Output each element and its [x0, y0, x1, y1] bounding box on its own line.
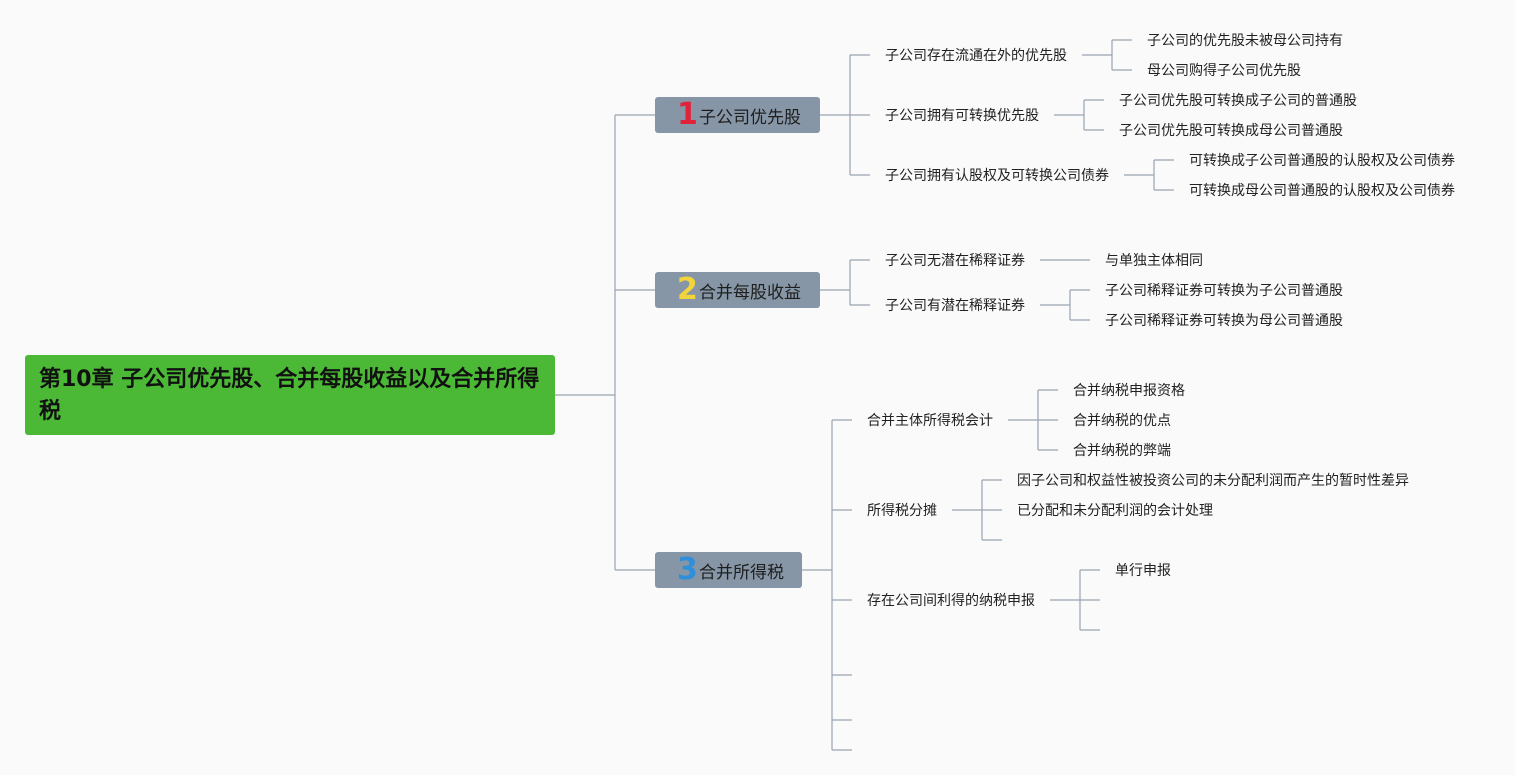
branch-number-badge: 1 — [677, 97, 698, 132]
leaf-topic[interactable]: 单行申报 — [1115, 563, 1171, 579]
branch-label: 合并每股收益 — [699, 282, 801, 303]
subtopic[interactable]: 子公司拥有认股权及可转换公司债券 — [885, 168, 1109, 184]
root-topic[interactable]: 第10章 子公司优先股、合并每股收益以及合并所得税 — [25, 355, 555, 435]
leaf-topic[interactable]: 子公司稀释证券可转换为母公司普通股 — [1105, 313, 1343, 329]
branch-label: 子公司优先股 — [699, 107, 801, 128]
leaf-topic[interactable]: 合并纳税申报资格 — [1073, 383, 1185, 399]
leaf-topic[interactable]: 合并纳税的优点 — [1073, 413, 1171, 429]
leaf-topic[interactable]: 母公司购得子公司优先股 — [1147, 63, 1301, 79]
branch-number-badge: 2 — [677, 272, 698, 307]
branch-consolidated-income-tax[interactable]: 3 合并所得税 — [655, 552, 802, 588]
leaf-topic[interactable]: 已分配和未分配利润的会计处理 — [1017, 503, 1213, 519]
subtopic[interactable]: 子公司有潜在稀释证券 — [885, 298, 1025, 314]
leaf-topic[interactable]: 可转换成子公司普通股的认股权及公司债券 — [1189, 153, 1455, 169]
root-topic-title: 第10章 子公司优先股、合并每股收益以及合并所得税 — [39, 367, 540, 424]
leaf-topic[interactable]: 子公司的优先股未被母公司持有 — [1147, 33, 1343, 49]
leaf-topic[interactable]: 可转换成母公司普通股的认股权及公司债券 — [1189, 183, 1455, 199]
branch-label: 合并所得税 — [699, 562, 784, 583]
branch-consolidated-eps[interactable]: 2 合并每股收益 — [655, 272, 820, 308]
branch-subsidiary-preferred-stock[interactable]: 1 子公司优先股 — [655, 97, 820, 133]
subtopic[interactable]: 合并主体所得税会计 — [867, 413, 993, 429]
subtopic[interactable]: 子公司无潜在稀释证券 — [885, 253, 1025, 269]
subtopic[interactable]: 存在公司间利得的纳税申报 — [867, 593, 1035, 609]
branch-number-badge: 3 — [677, 552, 698, 587]
subtopic[interactable]: 子公司存在流通在外的优先股 — [885, 48, 1067, 64]
leaf-topic[interactable]: 子公司优先股可转换成子公司的普通股 — [1119, 93, 1357, 109]
leaf-topic[interactable]: 与单独主体相同 — [1105, 253, 1203, 269]
leaf-topic[interactable]: 子公司优先股可转换成母公司普通股 — [1119, 123, 1343, 139]
subtopic[interactable]: 所得税分摊 — [867, 503, 937, 519]
leaf-topic[interactable]: 因子公司和权益性被投资公司的未分配利润而产生的暂时性差异 — [1017, 473, 1409, 489]
subtopic[interactable]: 子公司拥有可转换优先股 — [885, 108, 1039, 124]
leaf-topic[interactable]: 合并纳税的弊端 — [1073, 443, 1171, 459]
leaf-topic[interactable]: 子公司稀释证券可转换为子公司普通股 — [1105, 283, 1343, 299]
